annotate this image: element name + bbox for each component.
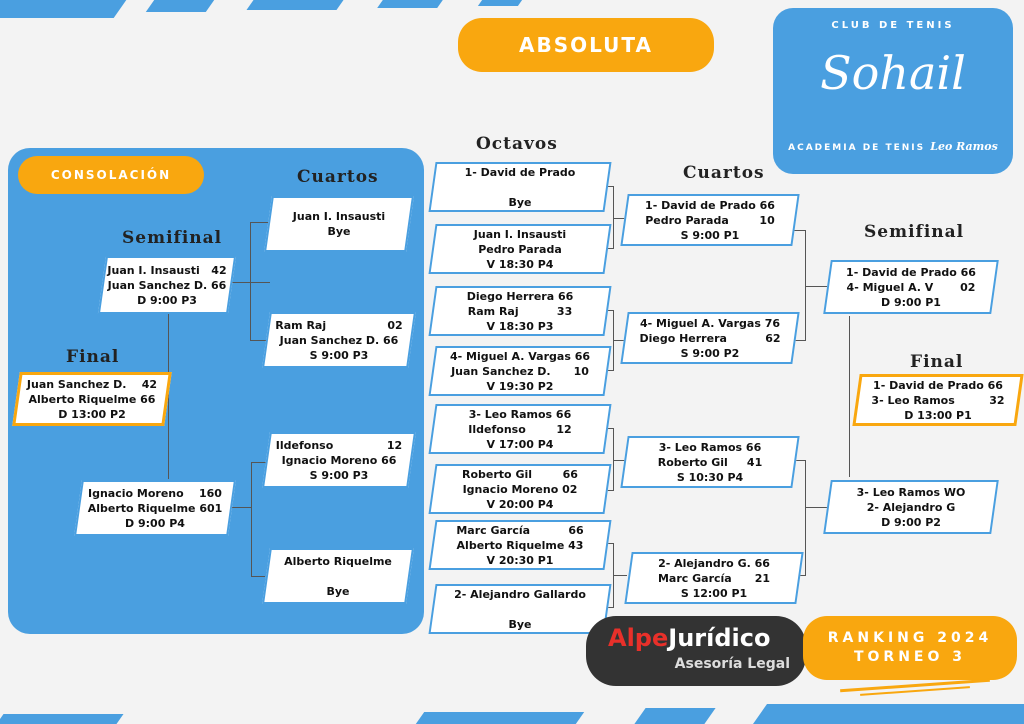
connector-line	[805, 507, 827, 508]
heading-final-cons: Final	[66, 347, 120, 367]
connector-line	[790, 340, 806, 341]
connector-line	[250, 222, 251, 341]
decor-stripe	[477, 0, 523, 6]
connector-line	[805, 286, 827, 287]
heading-cuartos-main: Cuartos	[683, 163, 765, 183]
heading-final-main: Final	[910, 352, 964, 372]
club-signature: Leo Ramos	[930, 140, 998, 153]
match-octavos-8: 2- Alejandro Gallardo Bye	[428, 584, 612, 634]
title-pill: ABSOLUTA	[458, 18, 714, 72]
connector-line	[613, 575, 627, 576]
club-top-text: CLUB DE TENIS	[831, 20, 955, 31]
connector-line	[250, 340, 268, 341]
connector-line	[613, 218, 627, 219]
sponsor-badge: AlpeJurídico Asesoría Legal	[586, 616, 806, 686]
decor-stripe	[0, 714, 124, 724]
heading-semifinal-cons: Semifinal	[122, 228, 223, 248]
page-title: ABSOLUTA	[519, 33, 653, 57]
decor-stripe	[634, 708, 716, 724]
connector-line	[613, 340, 627, 341]
match-octavos-1: 1- David de Prado Bye	[428, 162, 612, 212]
connector-line	[805, 460, 806, 576]
connector-line	[232, 507, 252, 508]
connector-line	[790, 460, 806, 461]
heading-cuartos-cons: Cuartos	[297, 167, 379, 187]
consolation-label: CONSOLACIÓN	[50, 168, 172, 182]
ranking-line-1: RANKING 2024	[827, 630, 993, 646]
connector-line	[849, 316, 850, 477]
club-name: Sohail	[820, 46, 966, 100]
consolation-pill: CONSOLACIÓN	[18, 156, 204, 194]
cons-cuartos-4: Alberto Riquelme Bye	[262, 548, 414, 604]
heading-semifinal-main: Semifinal	[864, 222, 965, 242]
connector-line	[168, 313, 169, 479]
connector-line	[251, 462, 252, 577]
connector-line	[790, 230, 806, 231]
connector-line	[805, 230, 806, 341]
decor-stripe	[246, 0, 344, 10]
connector-line	[232, 282, 270, 283]
heading-octavos: Octavos	[476, 134, 558, 154]
club-academy-text: ACADEMIA DE TENIS	[788, 143, 926, 153]
sponsor-juridico: Jurídico	[668, 624, 771, 652]
connector-line	[251, 462, 267, 463]
sponsor-tagline: Asesoría Legal	[674, 656, 790, 672]
ranking-badge: RANKING 2024 TORNEO 3	[803, 616, 1017, 680]
sponsor-alpe: Alpe	[608, 624, 669, 652]
decor-stripe	[145, 0, 215, 12]
ranking-line-2: TORNEO 3	[853, 649, 967, 665]
connector-line	[613, 460, 627, 461]
decor-stripe	[0, 0, 127, 18]
connector-line	[250, 222, 272, 223]
club-bottom-text: ACADEMIA DE TENIS Leo Ramos	[773, 140, 1013, 153]
decor-stripe	[415, 712, 585, 724]
connector-line	[613, 428, 614, 491]
connector-line	[251, 576, 265, 577]
club-logo: CLUB DE TENIS Sohail ACADEMIA DE TENIS L…	[773, 8, 1013, 174]
decor-stripe	[377, 0, 443, 8]
decor-stripe	[752, 704, 1024, 724]
connector-line	[613, 186, 614, 249]
